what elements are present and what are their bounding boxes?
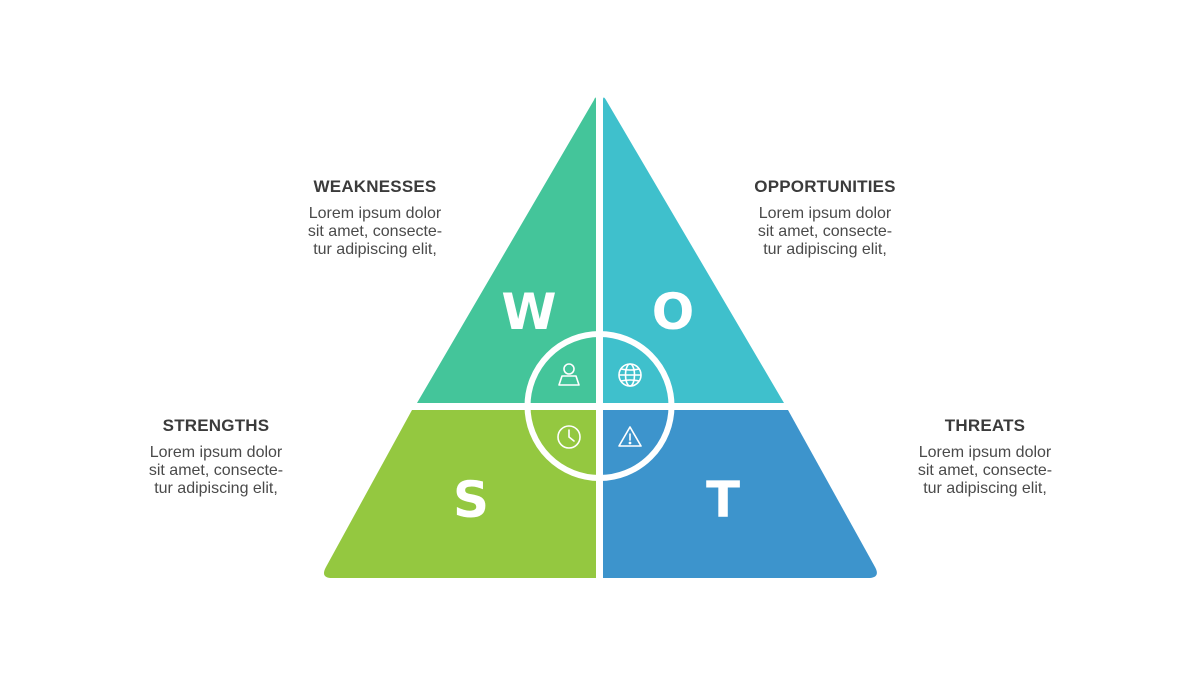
weaknesses-quadrant: [417, 97, 596, 403]
opportunities-description: Lorem ipsum dolor sit amet, consecte- tu…: [757, 205, 893, 258]
weaknesses-description: Lorem ipsum dolor sit amet, consecte- tu…: [307, 205, 443, 258]
strengths-quadrant: [324, 410, 596, 578]
strengths-title: STRENGTHS: [162, 416, 270, 435]
clock-icon: [557, 425, 581, 449]
threats-letter: T: [706, 471, 740, 529]
threats-title: THREATS: [944, 416, 1026, 435]
threats-label: THREATS Lorem ipsum dolor sit amet, cons…: [865, 416, 1105, 498]
weaknesses-title: WEAKNESSES: [313, 177, 437, 196]
opportunities-label: OPPORTUNITIES Lorem ipsum dolor sit amet…: [705, 177, 945, 259]
strengths-letter: S: [453, 471, 489, 529]
warning-icon: [618, 426, 642, 447]
threats-description: Lorem ipsum dolor sit amet, consecte- tu…: [917, 444, 1053, 497]
weaknesses-label: WEAKNESSES Lorem ipsum dolor sit amet, c…: [255, 177, 495, 259]
strengths-description: Lorem ipsum dolor sit amet, consecte- tu…: [148, 444, 284, 497]
globe-icon: [618, 363, 642, 387]
strengths-label: STRENGTHS Lorem ipsum dolor sit amet, co…: [96, 416, 336, 498]
center-ring: [524, 331, 675, 481]
weaknesses-letter: W: [501, 283, 556, 341]
person-icon: [558, 363, 580, 386]
opportunities-title: OPPORTUNITIES: [754, 177, 896, 196]
opportunities-letter: O: [652, 283, 695, 341]
opportunities-quadrant: [603, 97, 784, 403]
threats-quadrant: [603, 410, 877, 578]
